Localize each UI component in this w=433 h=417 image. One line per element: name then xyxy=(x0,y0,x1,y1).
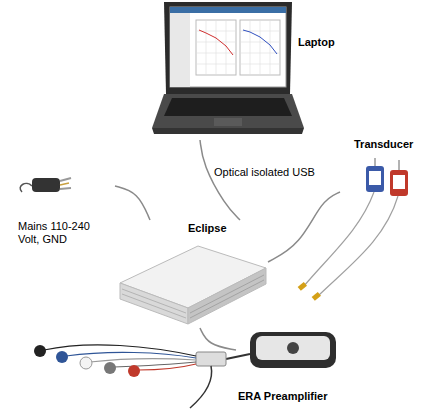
electrode-snap xyxy=(104,362,116,374)
cable-label: Optical isolated USB xyxy=(212,166,317,179)
device-label: Eclipse xyxy=(188,222,227,235)
laptop-keyboard xyxy=(164,98,292,116)
window-sidebar xyxy=(170,13,190,87)
laptop-bezel xyxy=(164,2,292,94)
preamp-knob xyxy=(287,342,299,354)
plug-prong xyxy=(60,188,71,189)
laptop-screen xyxy=(170,7,286,87)
transducer-illustration xyxy=(298,158,408,301)
electrode-snap xyxy=(80,357,92,369)
laptop-illustration xyxy=(152,2,304,134)
cable xyxy=(200,328,236,350)
device-node: Laptop xyxy=(146,2,346,140)
laptop-base xyxy=(152,94,304,128)
device-label: Mains 110-240 Volt, GND xyxy=(18,220,112,246)
device-label: Transducer xyxy=(354,138,413,151)
eclipse-illustration xyxy=(120,246,266,324)
device-node: Transducer xyxy=(340,136,428,242)
laptop-front-edge xyxy=(152,128,304,134)
electrode-lead xyxy=(138,364,196,370)
eclipse-side xyxy=(120,283,188,324)
plug-cable xyxy=(20,184,32,192)
plug-prong xyxy=(60,178,71,181)
device-label: ERA Preamplifier xyxy=(238,390,327,403)
audiogram-frame xyxy=(196,20,236,75)
plug-prong xyxy=(60,183,69,185)
electrode-junction xyxy=(196,352,226,366)
electrode-cable xyxy=(190,366,212,408)
eclipse-side xyxy=(188,268,266,324)
preamplifier-illustration xyxy=(34,332,336,408)
earphone-tag xyxy=(390,170,408,196)
earphone-tag xyxy=(366,166,384,192)
earphone-tip xyxy=(312,292,321,301)
device-node: Eclipse xyxy=(116,220,268,328)
electrode-cable xyxy=(226,354,250,359)
window-titlebar xyxy=(170,7,286,13)
device-node: ERA Preamplifier xyxy=(236,330,348,412)
preamp-body xyxy=(250,332,336,368)
device-node: Mains 110-240 Volt, GND xyxy=(14,166,115,256)
tag-string xyxy=(375,158,376,166)
eclipse-stripe xyxy=(190,280,264,318)
audiogram-frame xyxy=(240,20,280,75)
plug-body xyxy=(32,178,60,192)
device-label: Laptop xyxy=(298,36,335,49)
audiogram-curve xyxy=(243,30,277,54)
earphone-tube xyxy=(318,196,398,296)
cable xyxy=(200,140,240,220)
mains-plug xyxy=(20,178,71,192)
electrode-snap xyxy=(56,351,68,363)
earphone-tag-face xyxy=(369,171,381,185)
eclipse-stripe xyxy=(122,289,186,313)
earphone-tag-face xyxy=(393,175,405,189)
electrode-snap xyxy=(34,345,46,357)
eclipse-stripe xyxy=(122,294,186,318)
tag-string xyxy=(399,160,400,170)
earphone-tube xyxy=(304,192,374,286)
electrode-lead xyxy=(90,359,196,362)
eclipse-stripe xyxy=(190,275,264,313)
earphone-tip xyxy=(298,282,307,291)
cable xyxy=(115,186,150,220)
audiogram-grid xyxy=(196,20,280,75)
laptop-touchpad xyxy=(214,118,242,126)
preamp-panel xyxy=(256,336,330,360)
cable xyxy=(268,192,340,262)
electrode-snap xyxy=(128,365,140,377)
audiogram-curve xyxy=(199,30,233,55)
